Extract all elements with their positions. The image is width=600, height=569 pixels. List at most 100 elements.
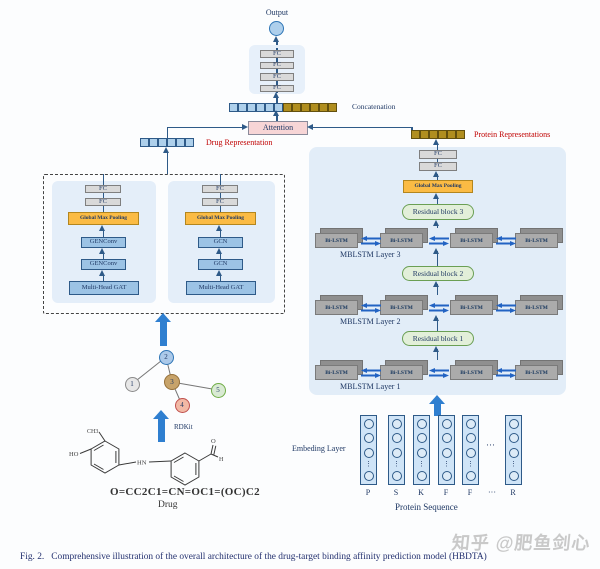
- fc-layer: FC: [202, 185, 238, 193]
- protein-representations-label: Protein Representations: [474, 130, 551, 139]
- embedding-unit: [391, 447, 402, 458]
- arrow-up-icon: [272, 110, 279, 116]
- figure-caption: Fig. 2. Comprehensive illustration of th…: [20, 552, 487, 562]
- embedding-unit: [391, 471, 402, 481]
- arrow-up-icon: [433, 248, 439, 254]
- flow-line: [276, 40, 278, 46]
- arrow-up-icon: [99, 270, 105, 276]
- arrow-up-icon: [433, 281, 439, 287]
- graph-node: 5: [210, 382, 226, 398]
- feature-cell: [301, 103, 310, 112]
- bilstm-cell: Bi-LSTM: [315, 300, 358, 315]
- feature-cell: [167, 138, 176, 147]
- bilstm-cell: Bi-LSTM: [380, 365, 423, 380]
- vertical-ellipsis: ⋮: [393, 459, 400, 468]
- feature-cell: [158, 138, 167, 147]
- flow-line: [219, 229, 221, 237]
- embedding-column: ⋮: [438, 415, 455, 485]
- vertical-ellipsis: ⋮: [467, 459, 474, 468]
- residue-letter: K: [418, 488, 424, 497]
- flow-line: [411, 127, 413, 131]
- feature-cell: [283, 103, 292, 112]
- fc-layer: FC: [260, 61, 294, 69]
- drug-representation-label: Drug Representation: [206, 138, 273, 147]
- concatenation-bar: [229, 103, 337, 112]
- molecule-structure: CH3 HO HN O H: [69, 429, 224, 486]
- feature-cell: [265, 103, 274, 112]
- embedding-unit: [441, 419, 452, 429]
- flow-line: [166, 126, 244, 128]
- feature-cell: [247, 103, 256, 112]
- graph-node: 1: [124, 376, 140, 392]
- arrow-up-icon: [433, 315, 439, 321]
- flow-line: [219, 252, 221, 259]
- arrow-up-icon: [433, 139, 439, 145]
- flow-line: [276, 96, 278, 103]
- embedding-unit: [363, 419, 374, 429]
- protein-representation-bar: [411, 130, 465, 139]
- embedding-column: ⋮: [388, 415, 405, 485]
- embedding-unit: [363, 447, 374, 458]
- flow-line: [102, 193, 104, 198]
- bilstm-cell: Bi-LSTM: [450, 365, 493, 380]
- bilstm-cell: Bi-LSTM: [315, 365, 358, 380]
- embedding-unit: [441, 447, 452, 458]
- vertical-ellipsis: ⋮: [365, 459, 372, 468]
- graph-node: 4: [174, 397, 190, 413]
- atom-label-h: H: [219, 457, 224, 463]
- thick-arrow-head-icon: [155, 313, 171, 322]
- conv-layer: GENConv: [81, 237, 126, 248]
- multi-head-gat: Multi-Head GAT: [186, 281, 256, 295]
- embedding-unit: [363, 471, 374, 481]
- flow-line: [436, 159, 438, 162]
- bidirectional-arrow-icon: [361, 367, 381, 378]
- thick-arrow-shaft: [158, 418, 165, 442]
- flow-line: [436, 349, 438, 360]
- embedding-unit: [363, 433, 374, 444]
- embedding-unit: [465, 419, 476, 429]
- feature-cell: [411, 130, 420, 139]
- feature-cell: [176, 138, 185, 147]
- multi-head-gat: Multi-Head GAT: [69, 281, 139, 295]
- flow-line: [436, 251, 438, 266]
- arrow-up-icon: [216, 270, 222, 276]
- flow-line: [313, 126, 412, 128]
- embedding-unit: [416, 419, 427, 429]
- bilstm-cell: Bi-LSTM: [380, 233, 423, 248]
- arrow-up-icon: [216, 225, 222, 231]
- arrow-right-icon: [242, 123, 248, 130]
- embedding-unit: [465, 433, 476, 444]
- bidirectional-arrow-icon: [429, 367, 449, 378]
- protein-sequence-label: Protein Sequence: [395, 502, 458, 512]
- embedding-unit: [391, 433, 402, 444]
- embedding-unit: [508, 471, 519, 481]
- embedding-unit: [465, 471, 476, 481]
- conv-layer: GCN: [198, 259, 243, 270]
- residue-letter: R: [510, 488, 516, 497]
- feature-cell: [456, 130, 465, 139]
- flow-line: [102, 229, 104, 237]
- bidirectional-arrow-icon: [429, 302, 449, 313]
- fc-layer: FC: [202, 198, 238, 206]
- arrow-up-icon: [216, 248, 222, 254]
- graph-node: 3: [164, 374, 180, 390]
- arrow-left-icon: [307, 123, 313, 130]
- embedding-column: ⋮: [462, 415, 479, 485]
- thick-arrow-head-icon: [153, 410, 169, 419]
- flow-line: [166, 151, 168, 174]
- fc-layer: FC: [85, 185, 121, 193]
- arrow-up-icon: [433, 220, 439, 226]
- feature-cell: [149, 138, 158, 147]
- bilstm-cell: Bi-LSTM: [450, 233, 493, 248]
- mblstm-layer-label: MBLSTM Layer 3: [340, 250, 401, 259]
- embedding-column: ⋮: [505, 415, 522, 485]
- thick-arrow-head-icon: [429, 395, 445, 404]
- fc-layer: FC: [260, 50, 294, 58]
- bilstm-cell: Bi-LSTM: [450, 300, 493, 315]
- flow-line: [166, 127, 168, 138]
- fc-layer: FC: [85, 198, 121, 206]
- embedding-unit: [416, 433, 427, 444]
- global-max-pooling: Global Max Pooling: [68, 212, 139, 225]
- flow-line: [436, 224, 438, 228]
